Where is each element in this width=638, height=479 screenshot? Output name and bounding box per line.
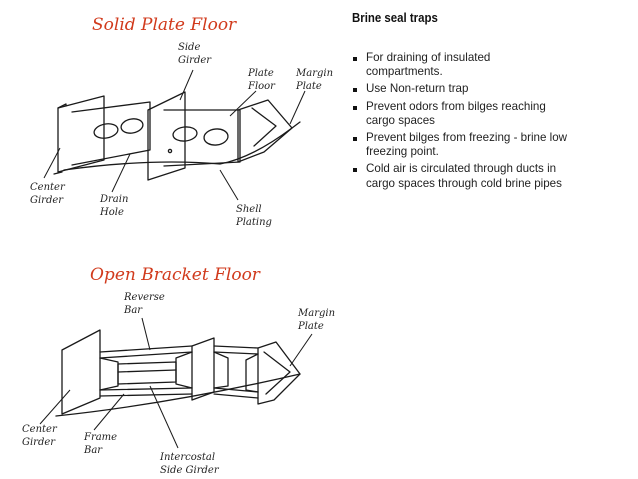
bullet-marker	[353, 88, 357, 93]
lightening-hole-4	[203, 128, 229, 146]
bracket-3	[213, 351, 229, 389]
bullet-line: For draining of insulated	[366, 51, 491, 64]
ob-margin-plate-shape	[257, 341, 301, 405]
arrow-side-girder	[179, 69, 194, 101]
shell-plating-label: Shell Plating	[235, 204, 272, 228]
drain-hole-mark	[167, 148, 173, 154]
open-bracket-floor-drawing	[39, 317, 313, 449]
margin-plate-label: Margin Plate	[295, 68, 336, 92]
bullet-marker	[353, 105, 357, 110]
frame-bar-2	[213, 387, 259, 399]
bullet-marker	[353, 57, 357, 61]
bracket-2	[175, 351, 193, 389]
plate-floor-far	[163, 109, 241, 167]
center-girder-flange	[57, 103, 67, 109]
arrow-drain-hole	[111, 153, 131, 193]
margin-plate-shape	[237, 99, 293, 163]
ob-side-girder-shape	[191, 337, 215, 401]
intercostal-girder-shape	[117, 361, 177, 385]
bullet-item: Cold air is circulated through ducts in …	[352, 162, 634, 190]
arrow-ob-margin-plate	[289, 333, 313, 367]
reverse-bar-1	[99, 345, 193, 359]
arrow-shell-plating	[219, 169, 239, 201]
intercostal-side-girder-label: Intercostal Side Girder	[159, 452, 220, 476]
ob-center-girder-shape	[61, 329, 101, 415]
arrow-frame-bar	[93, 393, 125, 431]
ob-margin-plate-bracket	[263, 351, 291, 395]
open-bracket-floor-title: Open Bracket Floor	[90, 265, 261, 285]
panel-heading: Brine seal traps	[352, 10, 438, 25]
center-girder-shape	[57, 95, 105, 173]
arrow-margin-plate	[289, 90, 306, 125]
bracket-1	[99, 357, 119, 391]
side-girder-label: Side Girder	[178, 42, 212, 66]
bullet-line: Cold air is circulated through ducts in	[366, 162, 557, 176]
arrow-ob-center-girder	[39, 389, 71, 425]
bullet-line: freezing point.	[366, 145, 439, 159]
bullet-line: Prevent odors from bilges reaching	[366, 99, 546, 113]
bullet-marker	[353, 168, 357, 173]
side-girder-shape	[147, 91, 186, 181]
lightening-hole-3	[172, 126, 198, 142]
bullet-line: compartments.	[366, 65, 443, 79]
reverse-bar-label: Reverse Bar	[123, 292, 168, 316]
bullet-item: Use Non-return trap	[352, 82, 634, 96]
arrow-center-girder	[43, 147, 61, 179]
frame-bar-label: Frame Bar	[83, 432, 120, 456]
reverse-bar-2	[213, 345, 259, 355]
arrow-reverse-bar	[141, 317, 151, 351]
bullet-list: For draining of insulated compartments. …	[352, 51, 634, 191]
arrow-plate-floor	[229, 90, 257, 117]
center-girder-label: Center Girder	[30, 182, 68, 206]
shell-plating-edge	[53, 171, 63, 175]
solid-plate-floor-drawing	[43, 69, 306, 201]
lightening-hole-2	[120, 118, 144, 134]
plate-floor-near	[71, 101, 151, 166]
bullet-item: Prevent bilges from freezing - brine low…	[352, 131, 634, 159]
plate-floor-label: Plate Floor	[247, 68, 277, 92]
ob-margin-plate-label: Margin Plate	[297, 308, 338, 332]
bullet-item: For draining of insulated compartments.	[352, 51, 634, 79]
bullet-line: Prevent bilges from freezing - brine low	[366, 131, 568, 145]
arrow-intercostal	[149, 385, 179, 449]
lightening-hole-1	[93, 123, 119, 139]
shell-plating-shape	[63, 121, 301, 171]
ob-shell-plating	[55, 373, 301, 417]
intercostal-girder-line	[117, 369, 177, 373]
margin-plate-bracket	[251, 107, 277, 147]
bullet-line: cargo spaces through cold brine pipes	[366, 176, 562, 190]
ob-center-girder-label: Center Girder	[22, 424, 60, 448]
frame-bar-1	[99, 387, 193, 397]
solid-plate-floor-title: Solid Plate Floor	[92, 15, 237, 35]
drain-hole-label: Drain Hole	[99, 194, 132, 218]
bullet-item: Prevent odors from bilges reaching cargo…	[352, 100, 634, 128]
bullet-marker	[353, 137, 357, 142]
bullet-line: Use Non-return trap	[366, 82, 469, 96]
bullet-line: cargo spaces	[366, 113, 435, 127]
bracket-4	[245, 353, 259, 393]
brine-seal-traps-panel: Brine seal traps For draining of insulat…	[352, 10, 634, 194]
